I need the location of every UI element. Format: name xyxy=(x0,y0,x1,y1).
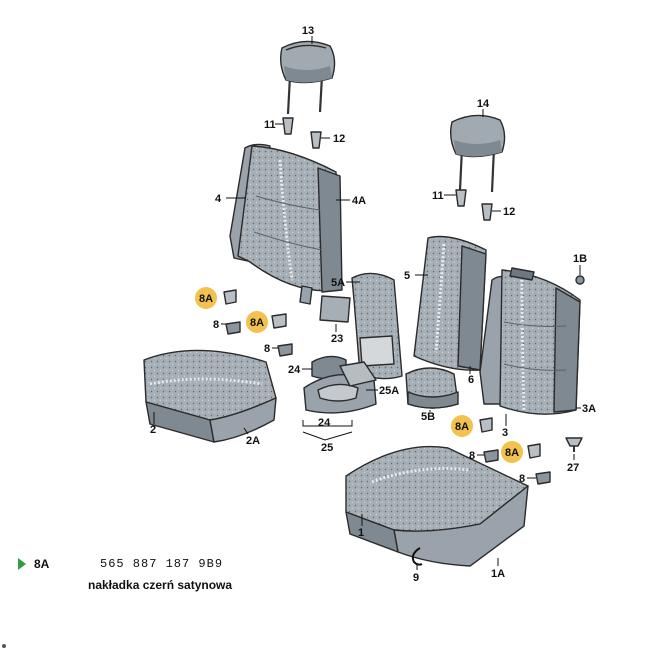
label-12-right: 12 xyxy=(503,206,515,218)
label-8A-2: 8A xyxy=(250,317,264,329)
group-bracket-25 xyxy=(302,431,353,441)
label-8A-4: 8A xyxy=(505,447,519,459)
backrest-right xyxy=(479,267,581,415)
legend-part-number: 565 887 187 9B9 xyxy=(100,557,224,571)
label-11-left: 11 xyxy=(264,119,276,131)
trim-plate-8-2 xyxy=(277,343,293,357)
label-2A: 2A xyxy=(246,435,260,447)
group-bracket-24 xyxy=(302,420,353,427)
headrest-right xyxy=(449,114,506,193)
label-1: 1 xyxy=(358,527,364,539)
backrest-right-side xyxy=(413,235,487,371)
trim-plate-8-1 xyxy=(225,321,241,335)
label-8A-3: 8A xyxy=(455,421,469,433)
label-5B: 5B xyxy=(421,411,435,423)
seat-cushion-right xyxy=(345,445,529,567)
center-armrest-frame xyxy=(303,361,377,414)
label-4: 4 xyxy=(215,193,222,205)
play-arrow-icon xyxy=(18,558,26,570)
label-11-right: 11 xyxy=(432,190,444,202)
headrest-guide-left-a xyxy=(282,117,294,135)
headrest-guide-right-b xyxy=(481,203,493,221)
label-2: 2 xyxy=(150,424,156,436)
legend-code: 8A xyxy=(34,557,50,571)
label-8-2: 8 xyxy=(264,343,270,355)
label-1B: 1B xyxy=(573,253,587,265)
label-23: 23 xyxy=(331,333,343,345)
trim-cap-8a-2 xyxy=(246,311,287,333)
trim-plate-8-4 xyxy=(535,471,551,485)
label-13: 13 xyxy=(302,25,314,37)
screw-27 xyxy=(565,437,583,452)
label-1A: 1A xyxy=(491,568,505,580)
label-3: 3 xyxy=(502,427,508,439)
headrest-guide-right-a xyxy=(455,189,467,207)
corner-dot xyxy=(2,644,6,648)
label-9: 9 xyxy=(413,572,419,584)
headrest-left xyxy=(279,40,336,115)
label-5A: 5A xyxy=(331,277,345,289)
center-panel xyxy=(319,295,351,323)
label-6: 6 xyxy=(468,374,474,386)
clip-9 xyxy=(411,547,423,566)
armrest xyxy=(405,367,459,409)
label-12-left: 12 xyxy=(333,133,345,145)
trim-cap-8a-1 xyxy=(195,287,237,309)
label-25: 25 xyxy=(321,442,333,454)
label-4A: 4A xyxy=(352,195,366,207)
trim-plate-8-3 xyxy=(483,449,499,463)
legend-description: nakładka czerń satynowa xyxy=(88,578,233,592)
seat-cushion-left xyxy=(143,349,277,443)
label-8A-1: 8A xyxy=(199,293,213,305)
label-8-3: 8 xyxy=(469,450,475,462)
label-24: 24 xyxy=(288,364,301,376)
trim-cap-8a-4 xyxy=(501,441,541,463)
label-5: 5 xyxy=(404,270,410,282)
label-3A: 3A xyxy=(582,403,596,415)
label-8-4: 8 xyxy=(519,473,525,485)
cap-1b xyxy=(575,275,585,285)
trim-cap-8a-3 xyxy=(451,415,493,437)
label-25A: 25A xyxy=(379,385,399,397)
label-24-group: 24 xyxy=(318,417,331,429)
label-8-1: 8 xyxy=(213,319,219,331)
label-14: 14 xyxy=(477,98,490,110)
backrest-left xyxy=(229,143,343,305)
label-27: 27 xyxy=(567,462,579,474)
legend-row: 8A 565 887 187 9B9 xyxy=(18,556,223,572)
headrest-guide-left-b xyxy=(310,131,322,149)
